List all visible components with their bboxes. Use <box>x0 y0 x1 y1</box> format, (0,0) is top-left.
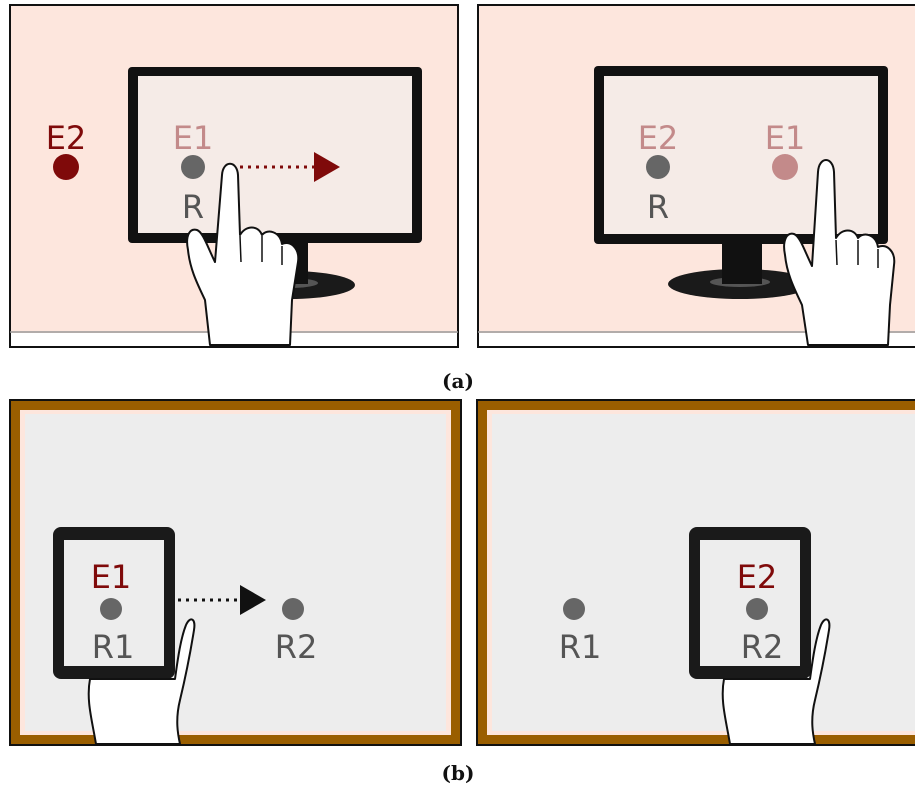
r-dot <box>181 155 205 179</box>
r2-label: R2 <box>275 628 318 666</box>
e1-label: E1 <box>173 119 214 157</box>
e2-label: E2 <box>46 119 87 157</box>
panel-b-left: E1 R1 R2 <box>9 399 462 746</box>
e1-label: E1 <box>765 119 806 157</box>
r1-dot <box>100 598 122 620</box>
hand-pointing-icon <box>783 159 896 346</box>
r1-label: R1 <box>559 628 602 666</box>
hand-holding-icon <box>87 618 196 745</box>
e2-dot <box>53 154 79 180</box>
r-label: R <box>647 188 669 226</box>
tablet-icon <box>689 527 811 679</box>
r-dot <box>646 155 670 179</box>
r-label: R <box>182 188 204 226</box>
e1-label: E1 <box>91 558 132 596</box>
r1-label: R1 <box>92 628 135 666</box>
r2-dot <box>282 598 304 620</box>
hand-holding-icon <box>721 618 831 745</box>
caption-a: (a) <box>442 369 474 393</box>
r1-dot <box>563 598 585 620</box>
r2-label: R2 <box>741 628 784 666</box>
e2-label: E2 <box>737 558 778 596</box>
hand-pointing-icon <box>186 162 300 346</box>
e1-dot <box>772 154 798 180</box>
e2-label: E2 <box>638 119 679 157</box>
caption-b: (b) <box>442 761 475 785</box>
arrow-right-icon <box>240 152 340 182</box>
panel-b-right: R1 E2 R2 <box>476 399 915 746</box>
arrow-right-icon <box>178 585 266 615</box>
monitor-icon <box>594 66 888 299</box>
panel-a-right: E2 R E1 <box>477 4 915 348</box>
panel-a-left: E2 E1 R <box>9 4 459 348</box>
r2-dot <box>746 598 768 620</box>
